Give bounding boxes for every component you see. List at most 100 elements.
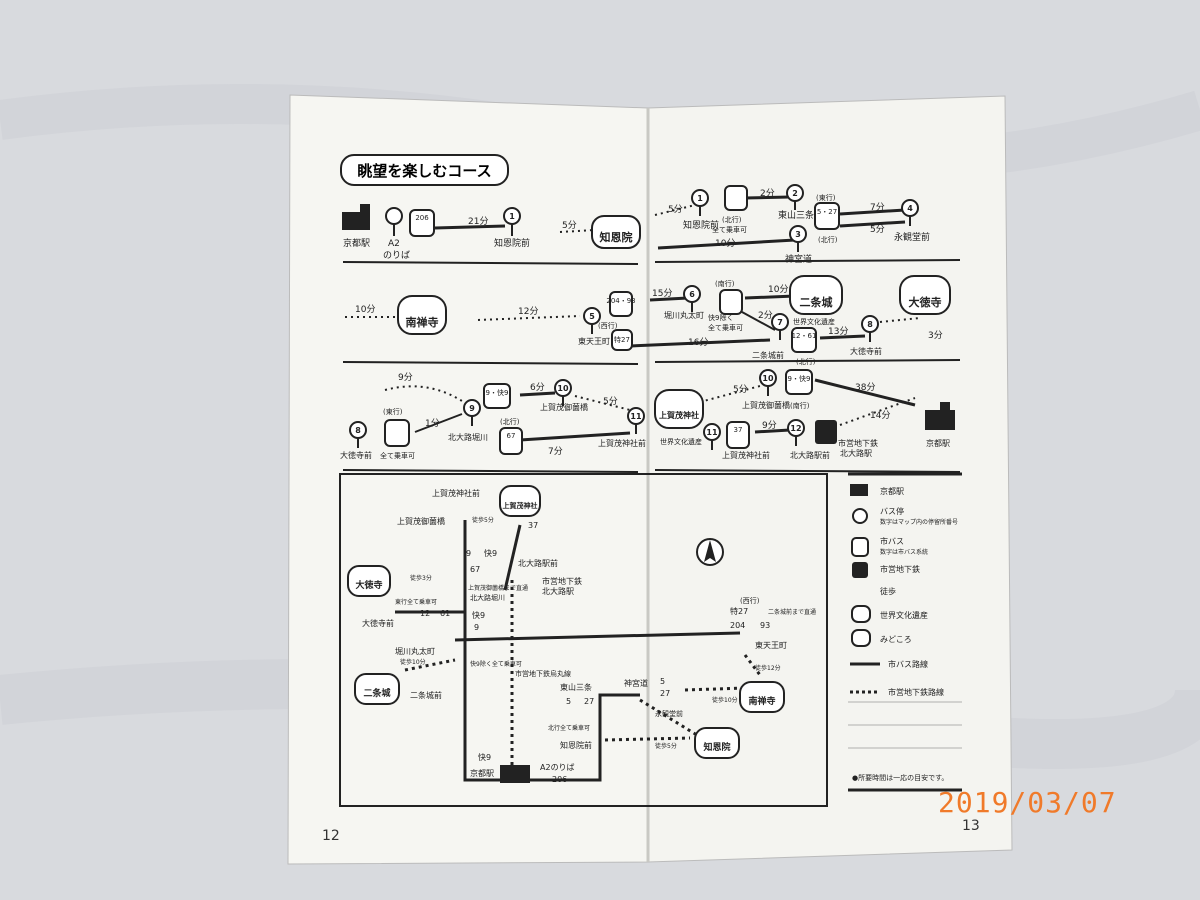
r1-eikando: 永観堂前 — [894, 231, 930, 243]
r2-nijojo-mae: 二条城前 — [752, 350, 784, 360]
map-bus12: 12 — [420, 609, 430, 618]
bus-9kai9b-label: 9・快9 — [788, 374, 811, 383]
r2-kai9: 快9除く — [708, 313, 733, 322]
r3-subway: 市営地下鉄 — [838, 438, 878, 448]
r3-misono: 上賀茂御薗橋 — [540, 402, 588, 412]
r2-t12: 12分 — [518, 306, 538, 317]
r2-higashitenno: 東天王町 — [578, 336, 610, 346]
map-west-bound: (西行) — [740, 596, 760, 605]
map-eikando: 永観堂前 — [655, 709, 683, 718]
bus-37-label: 37 — [734, 426, 743, 434]
divider-3-left — [342, 469, 639, 473]
legend-subway: 市営地下鉄 — [880, 564, 920, 574]
map-kitaoji-eki: 北大路駅前 — [518, 558, 558, 568]
svg-text:1: 1 — [509, 212, 515, 221]
map-bus-line-2 — [503, 524, 522, 591]
r2-horikawa: 堀川丸太町 — [664, 310, 704, 320]
map-walk10b: 徒歩10分 — [712, 696, 738, 704]
map-nijojo: 二条城 — [363, 687, 390, 699]
r1-t5b: 5分 — [668, 204, 683, 215]
map-bus204: 204 — [730, 621, 745, 630]
svg-text:3: 3 — [795, 230, 801, 239]
map-kamigamo-mae: 上賀茂神社前 — [432, 488, 480, 498]
bus-67-label: 67 — [507, 432, 516, 440]
r3-all-stop: 全て乗車可 — [380, 451, 415, 460]
r3-subway-station: 北大路駅 — [840, 448, 872, 458]
map-kai9b: 快9 — [472, 610, 485, 620]
r3-t5: 5分 — [603, 396, 618, 407]
r1-north: (北行) — [722, 215, 742, 224]
r3-kitaoji-horikawa: 北大路堀川 — [448, 432, 488, 442]
date-stamp: 2019/03/07 — [938, 786, 1117, 819]
r3-kyoto-station: 京都駅 — [926, 438, 950, 448]
divider-3-right — [654, 469, 961, 473]
map-kai9c: 快9 — [478, 752, 491, 762]
map-walk3: 徒歩3分 — [410, 574, 432, 582]
r1-chionin-mae: 知恩院前 — [683, 219, 719, 231]
r2-t10b: 10分 — [768, 284, 788, 295]
map-walk12: 徒歩12分 — [755, 664, 781, 672]
r3-heritage: 世界文化遺産 — [660, 437, 702, 446]
course-title: 眺望を楽しむコース — [340, 154, 509, 186]
r2-t16: 16分 — [688, 337, 708, 348]
r1-north2: (北行) — [818, 235, 838, 244]
map-all-stop-east: 東行全て乗車可 — [395, 598, 437, 606]
map-misono: 上賀茂御薗橋 — [397, 516, 445, 526]
sight-kamigamo: 上賀茂神社 — [659, 410, 699, 420]
r3-t14: 14分 — [870, 410, 890, 421]
svg-text:8: 8 — [355, 426, 361, 435]
svg-text:5: 5 — [589, 312, 595, 321]
map-toku27: 特27 — [730, 606, 748, 616]
map-bus9b: 9 — [474, 623, 479, 632]
svg-text:7: 7 — [777, 318, 783, 327]
map-north-all: 北行全て乗車可 — [548, 724, 590, 732]
r3-north: (北行) — [500, 417, 520, 426]
map-subway-line: 市営地下鉄烏丸線 — [515, 669, 571, 678]
r1-t21: 21分 — [468, 216, 488, 227]
page-number-left: 12 — [322, 828, 340, 844]
map-bus-line-1 — [463, 520, 640, 782]
legend-sight: みどころ — [880, 635, 912, 644]
r1-t10: 10分 — [715, 238, 735, 249]
map-bus5: 5 — [566, 697, 571, 706]
map-bus5b: 5 — [660, 677, 665, 686]
map-walk5b: 徒歩5分 — [655, 742, 677, 750]
r2-t2: 2分 — [758, 310, 773, 321]
r1-stop1: 知恩院前 — [494, 237, 530, 249]
r2-west: (西行) — [598, 321, 618, 330]
map-kamigamo: 上賀茂神社 — [503, 501, 538, 510]
map-bus-line-3 — [454, 631, 741, 642]
svg-text:11: 11 — [706, 428, 718, 437]
divider-1-left — [342, 261, 639, 265]
svg-text:9: 9 — [469, 404, 475, 413]
map-kai9-note: 快9除く全て乗車可 — [470, 660, 522, 668]
r1-east: (東行) — [816, 193, 836, 202]
bus-5-27-label: 5・27 — [817, 208, 837, 216]
map-direct-note: 二条城前まで直通 — [768, 608, 816, 616]
r3-misono2: 上賀茂御薗橋 — [742, 400, 790, 410]
map-nijojo-mae: 二条城前 — [410, 690, 442, 700]
r3-t1: 1分 — [425, 418, 440, 429]
r3-t5b: 5分 — [733, 384, 748, 395]
legend-city-bus: 市バス — [880, 536, 904, 546]
legend-kyoto-station: 京都駅 — [880, 486, 904, 496]
map-walk5: 徒歩5分 — [472, 516, 494, 524]
r2-t13: 13分 — [828, 326, 848, 337]
map-nanzenji: 南禅寺 — [748, 695, 775, 707]
map-kitaoji-horikawa: 北大路堀川 — [470, 593, 505, 602]
sight-nijojo: 二条城 — [800, 295, 833, 309]
r1-t5a: 5分 — [562, 220, 577, 231]
bus-12-61-label: 12・61 — [792, 332, 817, 340]
r3-kamigamo-mae: 上賀茂神社前 — [598, 438, 646, 448]
bus-9kai9-label: 9・快9 — [486, 388, 509, 397]
r3-t9b: 9分 — [762, 420, 777, 431]
map-daitokuji: 大徳寺 — [355, 579, 382, 591]
map-a2: A2のりば — [540, 763, 575, 772]
map-misono-note: 上賀茂御薗橋まで直通 — [468, 584, 528, 592]
r2-t10: 10分 — [355, 304, 375, 315]
map-frame — [339, 473, 828, 807]
sight-nanzenji: 南禅寺 — [406, 315, 439, 329]
map-bus37: 37 — [528, 521, 538, 530]
